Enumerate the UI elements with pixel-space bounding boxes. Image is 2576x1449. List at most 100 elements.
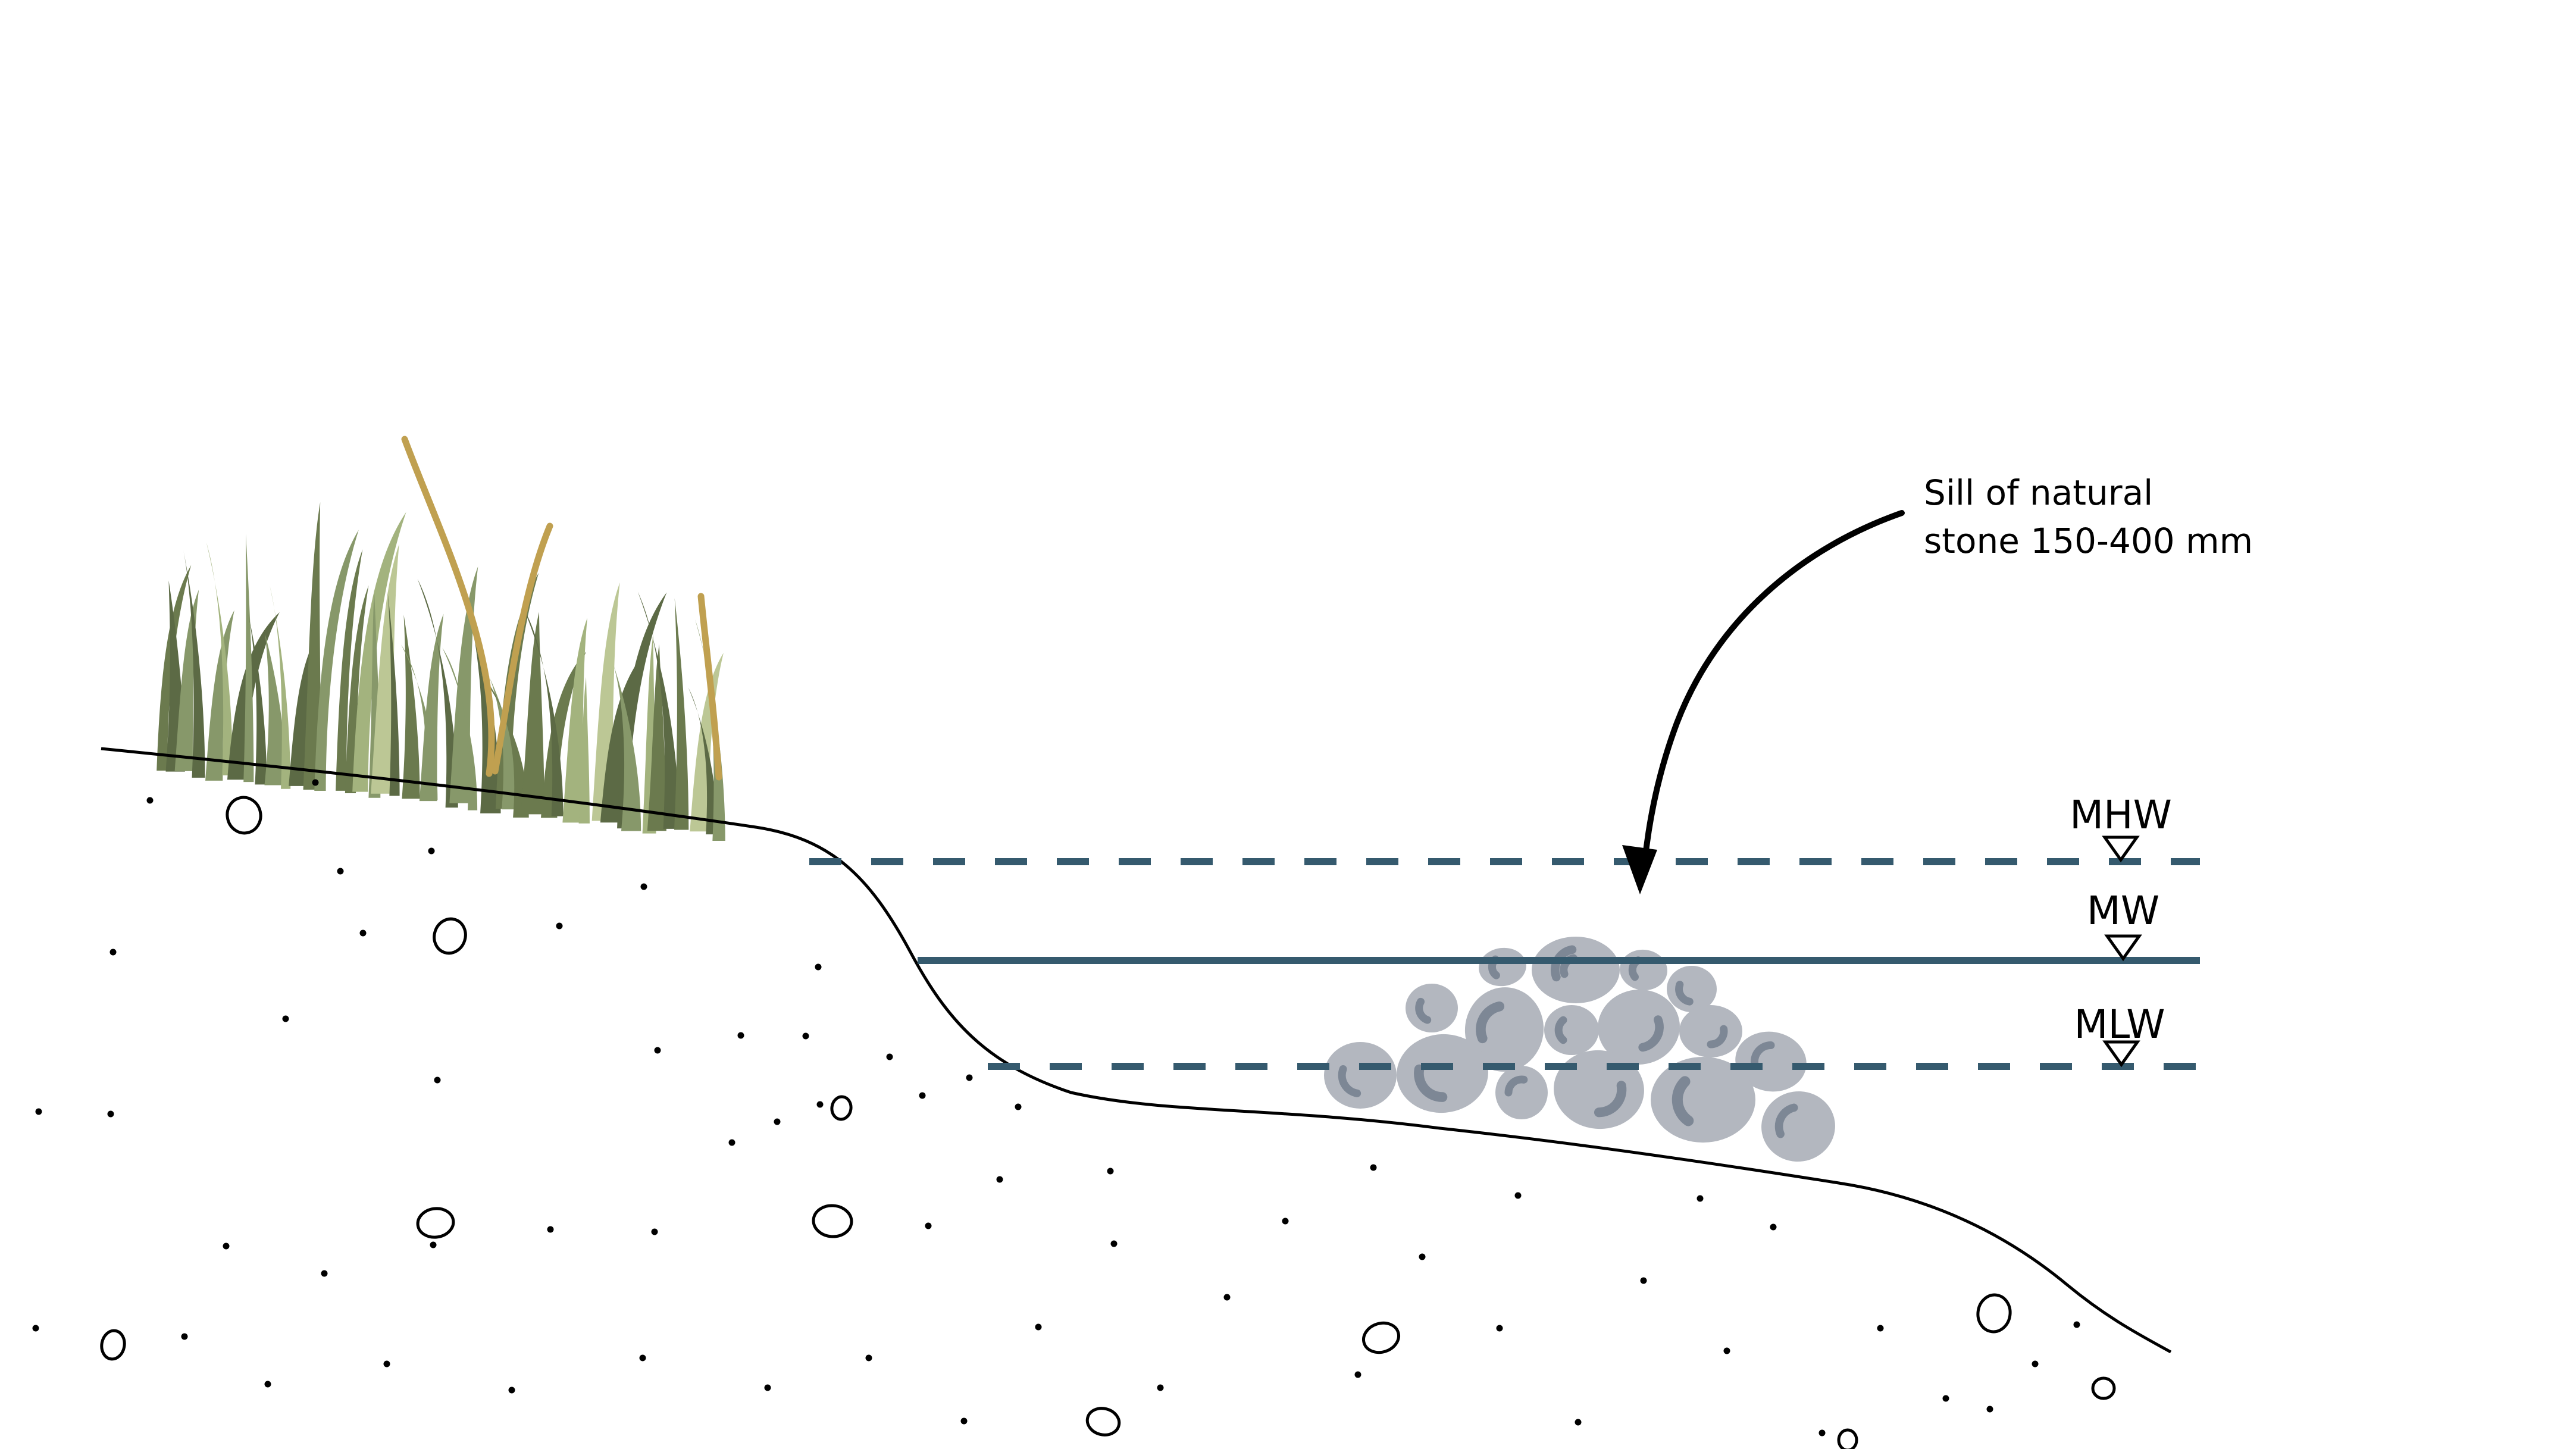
soil-dot [107, 1110, 114, 1118]
ground-line-layer [101, 747, 2172, 1354]
soil-dot [428, 847, 435, 855]
soil-dot [919, 1092, 926, 1099]
stone-shading-arc [1774, 1103, 1798, 1138]
soil-dot [639, 1354, 646, 1362]
water-levels-layer [809, 835, 2200, 1070]
soil-dot [312, 779, 319, 786]
sill-stone [1495, 1066, 1548, 1119]
grass-blade [401, 644, 438, 800]
soil-dot [1110, 1240, 1118, 1247]
soil-dot [282, 1015, 289, 1022]
grass-blade [578, 677, 590, 824]
soil-dot [109, 949, 117, 956]
stone-shading-arc [1338, 1065, 1361, 1097]
grass-blade [541, 652, 587, 818]
soil-dot [1575, 1419, 1582, 1426]
label-mw: MW [2087, 888, 2159, 934]
pebble-outline [416, 1207, 455, 1239]
water-level-marker-icon [2102, 1040, 2140, 1068]
stone-shading-arc [1554, 1016, 1567, 1044]
soil-dot [430, 1241, 437, 1248]
grass-blade [688, 687, 718, 835]
stone-shading-arc [1675, 981, 1694, 1006]
arrow-head-icon [1622, 845, 1657, 894]
soil-dot [508, 1387, 515, 1394]
stone-shading-arc [1476, 1001, 1505, 1044]
grass-blade [206, 542, 233, 775]
soil-dot [640, 883, 647, 890]
soil-dot [264, 1381, 271, 1388]
grass-blade [402, 614, 420, 799]
sill-stone [1464, 987, 1544, 1072]
grass-blade [690, 653, 724, 832]
grass-blade [614, 665, 641, 831]
soil-dot [1157, 1384, 1164, 1391]
soil-dot [32, 1325, 39, 1332]
soil-dot [359, 930, 367, 937]
soil-dot [1419, 1253, 1426, 1260]
pebble-outline [812, 1204, 853, 1238]
soil-dot [434, 1076, 441, 1084]
pebble-outline [1837, 1428, 1858, 1449]
soil-dot [1986, 1406, 1993, 1413]
pebble-outline [226, 796, 262, 835]
soil-dot [146, 797, 154, 804]
soil-dot [1697, 1195, 1704, 1202]
grass-blade [248, 614, 267, 785]
soil-dot [925, 1222, 932, 1229]
grass-blade [417, 578, 458, 808]
soil-dot [1877, 1325, 1884, 1332]
pebble-outline [1976, 1293, 2012, 1334]
soil-dot [1640, 1277, 1647, 1284]
grass-blade [695, 619, 725, 841]
grass-blade [647, 644, 666, 831]
grass-blade [345, 585, 369, 793]
grass-blade [674, 598, 689, 830]
soil-dot [960, 1417, 968, 1425]
soil-dot [1223, 1294, 1231, 1301]
grass-blade [303, 502, 321, 790]
grass-blade [523, 608, 564, 816]
annotation-line1: Sill of natural [1924, 472, 2153, 513]
sill-stone [1651, 1057, 1755, 1143]
soil-dot [1370, 1164, 1377, 1171]
grass-blade [183, 549, 205, 778]
soil-dot [337, 868, 344, 875]
soil-dot [802, 1032, 809, 1040]
soil-dot [181, 1333, 188, 1340]
sill-stone [1406, 984, 1458, 1032]
grass-blade [227, 612, 280, 780]
stone-shading-arc [1415, 997, 1432, 1024]
sill-stone [1598, 989, 1680, 1065]
soil-dot [886, 1053, 893, 1060]
dry-stem [492, 522, 553, 775]
arrow-shaft [1642, 510, 1905, 865]
grass-blade [520, 612, 544, 815]
soil-dot [764, 1384, 771, 1391]
stone-shading-arc [1638, 1015, 1664, 1052]
sill-stone [1679, 1005, 1742, 1057]
grass-blade [637, 592, 680, 829]
pebble-outline [2091, 1376, 2116, 1400]
soil-dot [1942, 1395, 1949, 1402]
sill-stone [1324, 1042, 1397, 1109]
soil-dot [865, 1354, 872, 1362]
sill-stone [1397, 1034, 1488, 1113]
grass-blade [270, 586, 291, 789]
soil-dot [383, 1360, 390, 1367]
sill-stone [1761, 1091, 1835, 1162]
grass-blade [352, 512, 406, 792]
grass-blade [387, 592, 400, 796]
soil-dot [815, 963, 822, 971]
soil-dot [2032, 1360, 2039, 1367]
sill-stone [1544, 1005, 1599, 1055]
label-mlw: MLW [2074, 1002, 2165, 1047]
water-level-marker-icon [2102, 835, 2140, 863]
grass-blade [264, 634, 286, 785]
water-level-marker-icon [2104, 934, 2142, 962]
stone-shading-arc [1672, 1076, 1694, 1126]
soil-dot [547, 1226, 554, 1233]
grass-blade [243, 534, 254, 783]
dry-stem [401, 436, 495, 777]
